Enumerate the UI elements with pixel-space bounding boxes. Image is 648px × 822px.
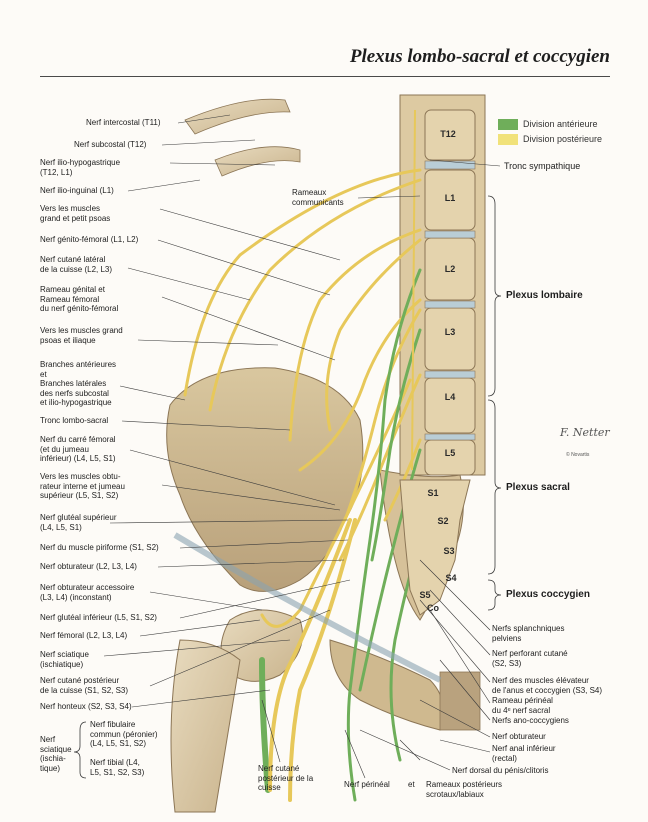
leader-lines-left: [103, 114, 351, 708]
plexus-braces: [487, 195, 502, 611]
label-nerf-intercostal: Nerf intercostal (T11): [86, 118, 161, 127]
sciatic-nerve: [268, 518, 357, 802]
label-nerf-subcostal: Nerf subcostal (T12): [74, 140, 147, 149]
label-nerf-piriforme: Nerf du muscle piriforme (S1, S2): [40, 543, 159, 552]
vertebra-label-s2: S2: [437, 516, 449, 526]
label-nerf-honteux: Nerf honteux (S2, S3, S4): [40, 702, 132, 711]
label-nerf-gluteal-superieur: Nerf glutéal supérieur (L4, L5, S1): [40, 513, 117, 532]
vertebra-label-l5: L5: [444, 448, 456, 458]
label-nerf-gluteal-inferieur: Nerf glutéal inférieur (L5, S1, S2): [40, 613, 157, 622]
label-rameaux-communicants: Rameaux communicants: [292, 188, 344, 207]
label-nerf-genito-femoral: Nerf génito-fémoral (L1, L2): [40, 235, 139, 244]
legend-label-posterior: Division postérieure: [523, 134, 603, 144]
label-tronc-sympathique: Tronc sympathique: [504, 161, 581, 171]
label-rameau-genital-femoral: Rameau génital et Rameau fémoral du nerf…: [40, 285, 119, 314]
label-nerf-dorsal: Nerf dorsal du pénis/clitoris: [452, 766, 549, 775]
legend-swatch-posterior: [498, 134, 518, 145]
label-nerf-obturateur-accessoire: Nerf obturateur accessoire (L3, L4) (inc…: [40, 583, 135, 602]
legend-swatch-anterior: [498, 119, 518, 130]
vertebra-label-s1: S1: [427, 488, 439, 498]
sympathetic-trunk: [411, 109, 416, 471]
label-nerf-perineal: Nerf périnéal: [344, 780, 390, 789]
vertebra-label-s5: S5: [419, 590, 431, 600]
leader-lines-right: [357, 159, 501, 771]
label-muscles-psoas: Vers les muscles grand et petit psoas: [40, 204, 111, 223]
label-muscles-obturateur-interne: Vers les muscles obtu- rateur interne et…: [40, 472, 125, 501]
copyright-text: © Novartis: [566, 452, 590, 458]
plexus-label-sacral: Plexus sacral: [506, 482, 570, 493]
title-rule: [40, 76, 610, 77]
label-nerf-cutane-lateral: Nerf cutané latéral de la cuisse (L2, L3…: [40, 255, 113, 274]
label-nerf-femoral: Nerf fémoral (L2, L3, L4): [40, 631, 128, 640]
plexus-label-lombaire: Plexus lombaire: [506, 290, 583, 301]
vertebra-label-l2: L2: [444, 264, 456, 274]
label-nerf-obturateur-right: Nerf obturateur: [492, 732, 546, 741]
page-title: Plexus lombo-sacral et coccygien: [349, 46, 610, 67]
iliac-vessel-line: [173, 532, 442, 683]
label-nerf-anal-inferieur: Nerf anal inférieur (rectal): [492, 744, 556, 763]
label-tronc-lombo-sacral: Tronc lombo-sacral: [40, 416, 109, 425]
label-nerf-cutane-posterieur: Nerf cutané postérieur de la cuisse (S1,…: [40, 676, 129, 695]
intervertebral-discs: [424, 160, 476, 441]
leader-lines-bottom: [261, 699, 421, 779]
pubic-stump: [439, 671, 481, 731]
label-nerf-carre-femoral: Nerf du carré fémoral (et du jumeau infé…: [40, 435, 116, 464]
vertebra-label-l3: L3: [444, 327, 456, 337]
netter-signature: F. Netter: [560, 426, 610, 439]
label-nerf-obturateur: Nerf obturateur (L2, L3, L4): [40, 562, 137, 571]
legend-label-anterior: Division antérieure: [523, 119, 598, 129]
label-et: et: [408, 780, 415, 789]
label-nerfs-splanchniques: Nerfs splanchniques pelviens: [492, 624, 565, 643]
vertebra-label-s3: S3: [443, 546, 455, 556]
label-nerf-muscles-elevateur: Nerf des muscles élévateur de l'anus et …: [492, 676, 603, 695]
label-nerfs-ano-coccygiens: Nerfs ano-coccygiens: [492, 716, 569, 725]
label-nerf-fibulaire-commun: Nerf fibulaire commun (péronier) (L4, L5…: [90, 720, 158, 749]
label-nerf-perforant-cutane: Nerf perforant cutané (S2, S3): [492, 649, 568, 668]
label-muscles-psoas-iliaque: Vers les muscles grand psoas et iliaque: [40, 326, 123, 345]
rib-11: [184, 98, 291, 135]
vertebra-label-co: Co: [427, 603, 439, 613]
label-nerf-cutane-posterieur-cuisse: Nerf cutané postérieur de la cuisse: [258, 764, 314, 793]
vertebra-label-l1: L1: [444, 193, 456, 203]
sacral-body: [399, 479, 471, 616]
label-nerf-ilio-hypogastrique: Nerf ilio-hypogastrique (T12, L1): [40, 158, 121, 177]
sciatic-brace: [73, 721, 87, 779]
vertebra-label-s4: S4: [445, 573, 457, 583]
label-branches-anterieures-laterales: Branches antérieures et Branches latéral…: [40, 360, 117, 408]
label-rameaux-posterieurs: Rameaux postérieurs scrotaux/labiaux: [426, 780, 503, 799]
vertebral-bodies: [424, 109, 476, 476]
vertebra-label-l4: L4: [444, 392, 456, 402]
label-nerf-sciatique-group: Nerf sciatique (ischia- tique): [40, 735, 72, 773]
label-rameau-perineal: Rameau périnéal du 4ᵉ nerf sacral: [492, 696, 553, 715]
rib-12: [214, 146, 301, 177]
label-nerf-tibial: Nerf tibial (L4, L5, S1, S2, S3): [90, 758, 145, 777]
vertebra-label-t12: T12: [440, 129, 456, 139]
plexus-label-coccygien: Plexus coccygien: [506, 589, 590, 600]
label-nerf-ilio-inguinal: Nerf ilio-inguinal (L1): [40, 186, 114, 195]
label-nerf-sciatique: Nerf sciatique (ischiatique): [40, 650, 89, 669]
femur-shaft: [170, 639, 241, 813]
